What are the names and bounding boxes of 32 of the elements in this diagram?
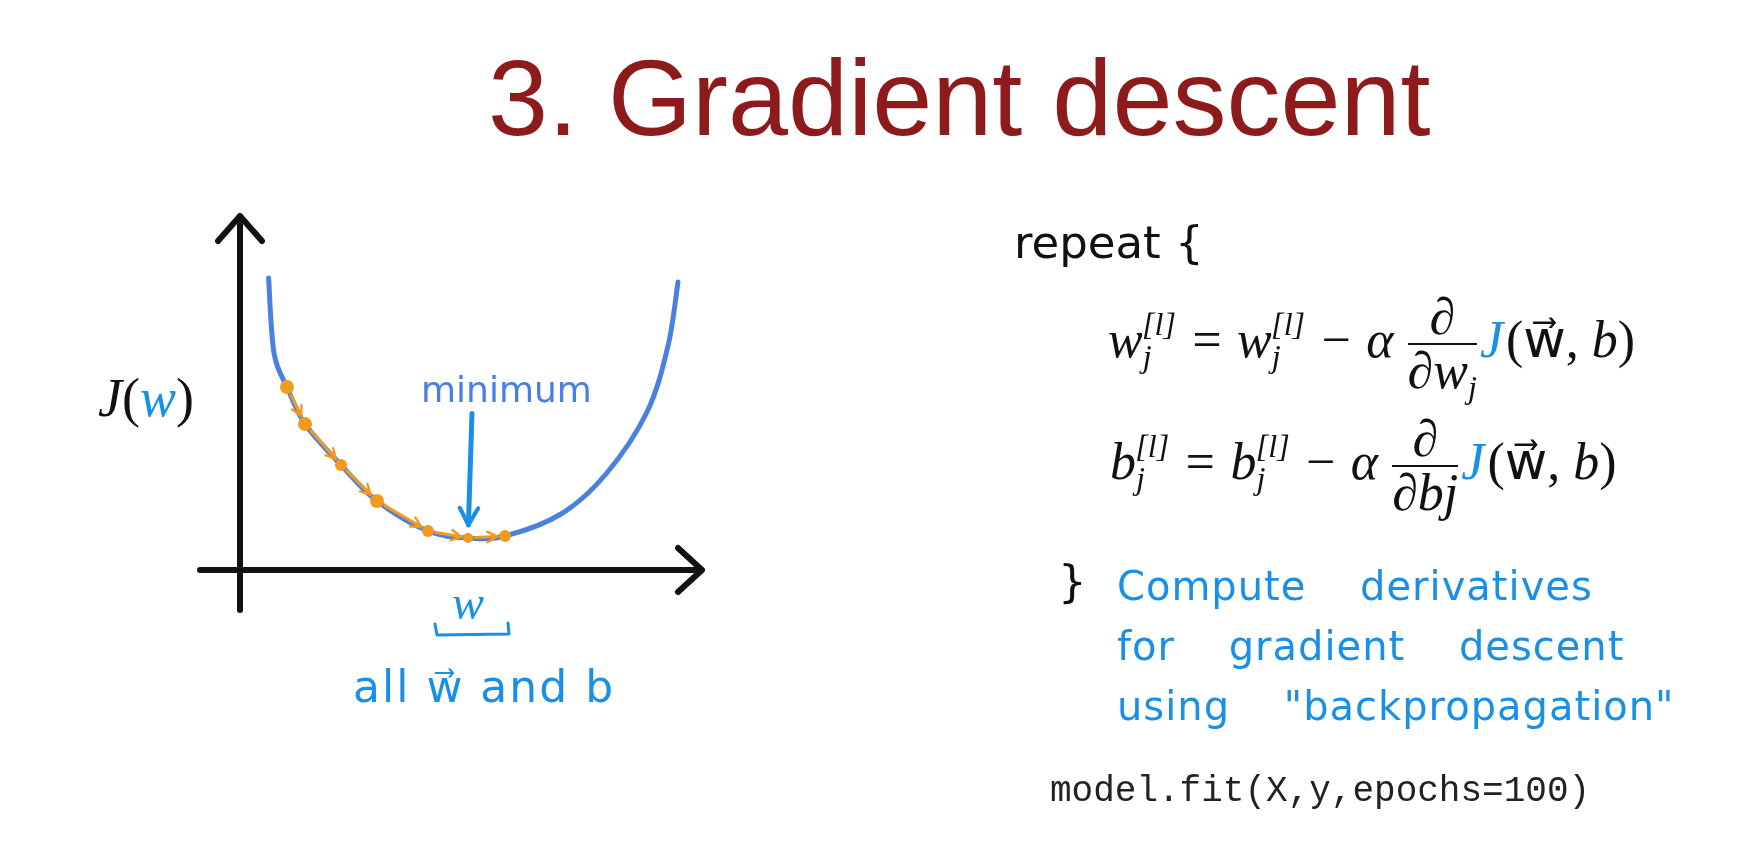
handwritten-note: Compute derivatives for gradient descent using "backpropagation" <box>1117 562 1676 731</box>
function-arguments: (w⃗, b) <box>1506 314 1636 367</box>
step-arrow <box>345 469 373 497</box>
equation-term: b$_{j}$$^{[l]}$ = b$_{j}$$^{[l]}$ − α <box>1110 430 1379 499</box>
fraction-denominator: ∂bj <box>1392 467 1459 523</box>
descent-point <box>335 459 347 471</box>
equation-term: w$_{j}$$^{[l]}$ = w$_{j}$$^{[l]}$ − α <box>1108 308 1394 377</box>
descent-point <box>463 533 473 543</box>
descent-point <box>298 417 312 431</box>
cost-function-symbol: J <box>1479 314 1503 367</box>
step-arrow <box>434 528 463 542</box>
fraction-numerator: ∂ <box>1412 413 1439 465</box>
descent-point <box>422 525 434 537</box>
step-arrow <box>473 530 499 544</box>
closing-brace: } <box>1058 558 1087 604</box>
leader-arrow <box>457 411 481 528</box>
descent-point <box>370 494 384 508</box>
descent-point <box>280 380 294 394</box>
step-arrow <box>383 504 423 529</box>
x-axis-label: w <box>452 578 484 627</box>
step-arrow <box>309 429 338 461</box>
cost-function-symbol: J <box>1461 436 1485 489</box>
function-arguments: (w⃗, b) <box>1487 436 1617 489</box>
code-snippet: model.fit(X,y,epochs=100) <box>1050 773 1591 810</box>
fraction-denominator: ∂w$_{j}$ <box>1407 345 1477 405</box>
slide-title: 3. Gradient descent <box>488 43 1431 152</box>
axis-annotation: all w⃗ and b <box>353 664 616 709</box>
step-arrow <box>289 393 303 418</box>
fraction-numerator: ∂ <box>1429 291 1456 343</box>
descent-point <box>499 530 511 542</box>
pseudocode-line: repeat { <box>1014 219 1204 265</box>
pointer-label: minimum <box>421 371 592 408</box>
